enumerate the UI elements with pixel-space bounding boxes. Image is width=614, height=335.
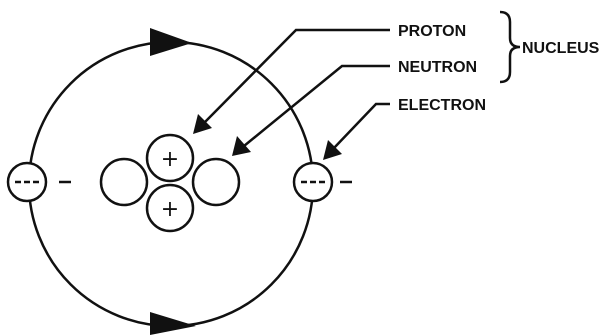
proton-leader <box>193 28 390 134</box>
neutron-label: NEUTRON <box>398 59 477 76</box>
proton-bottom-charge: + <box>161 197 179 222</box>
electron-leader <box>323 102 390 160</box>
neutron-arrowhead <box>232 136 251 156</box>
orbit-arrow-bottom <box>150 312 196 335</box>
nucleus-label: NUCLEUS <box>522 40 600 57</box>
electron-label: ELECTRON <box>398 97 486 114</box>
electron-right <box>292 161 352 203</box>
orbit-arrow-top <box>150 28 192 56</box>
electron-left <box>6 161 71 203</box>
proton-top-charge: + <box>161 147 179 172</box>
nucleus-brace <box>499 10 521 84</box>
nucleus: + + <box>99 133 241 233</box>
proton-label: PROTON <box>398 23 466 40</box>
neutron-right <box>191 157 241 207</box>
electron-arrowhead <box>323 140 342 160</box>
neutron-leader <box>232 64 390 156</box>
proton-bottom <box>145 183 195 233</box>
neutron-left <box>99 157 149 207</box>
proton-arrowhead <box>193 114 212 134</box>
proton-top <box>145 133 195 183</box>
